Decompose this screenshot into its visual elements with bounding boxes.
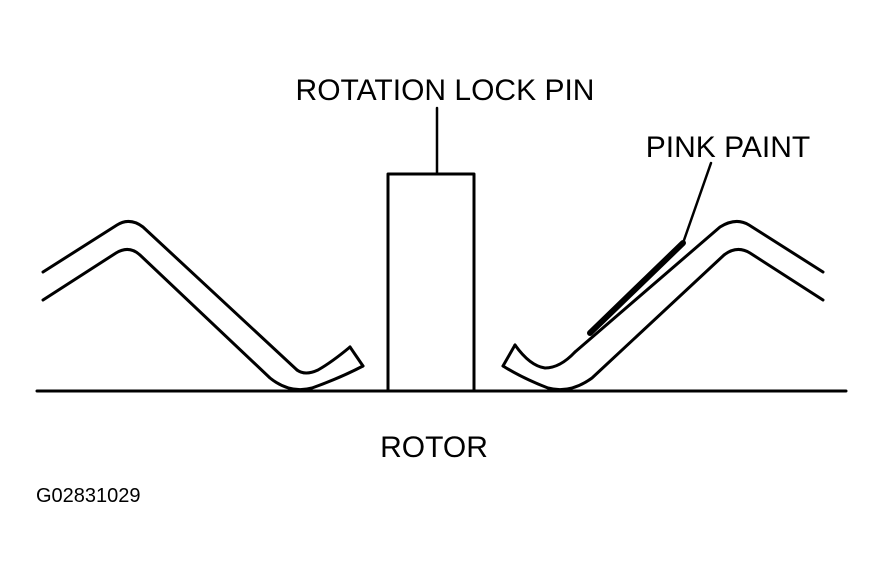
- left-spring-outer-edge: [41, 220, 299, 372]
- right-spring-tip-edge: [501, 343, 517, 368]
- right-spring-inner-edge: [501, 248, 825, 392]
- rotation-lock-pin-label: ROTATION LOCK PIN: [296, 74, 595, 107]
- pink-paint-leader: [681, 161, 713, 245]
- figure-code-label: G02831029: [36, 485, 141, 507]
- left-spring: [41, 220, 365, 392]
- right-spring-outer-edge: [573, 220, 825, 354]
- right-spring: [501, 220, 825, 392]
- rotor-label: ROTOR: [380, 431, 488, 464]
- rotation-lock-pin: [386, 172, 476, 393]
- pink-paint-label: PINK PAINT: [646, 131, 810, 164]
- left-spring-tip-edge: [348, 345, 365, 368]
- right-spring-lower-edge: [513, 343, 577, 370]
- pink-paint-mark: [587, 240, 686, 336]
- left-spring-lower-edge: [295, 345, 352, 375]
- left-spring-inner-edge: [41, 248, 365, 392]
